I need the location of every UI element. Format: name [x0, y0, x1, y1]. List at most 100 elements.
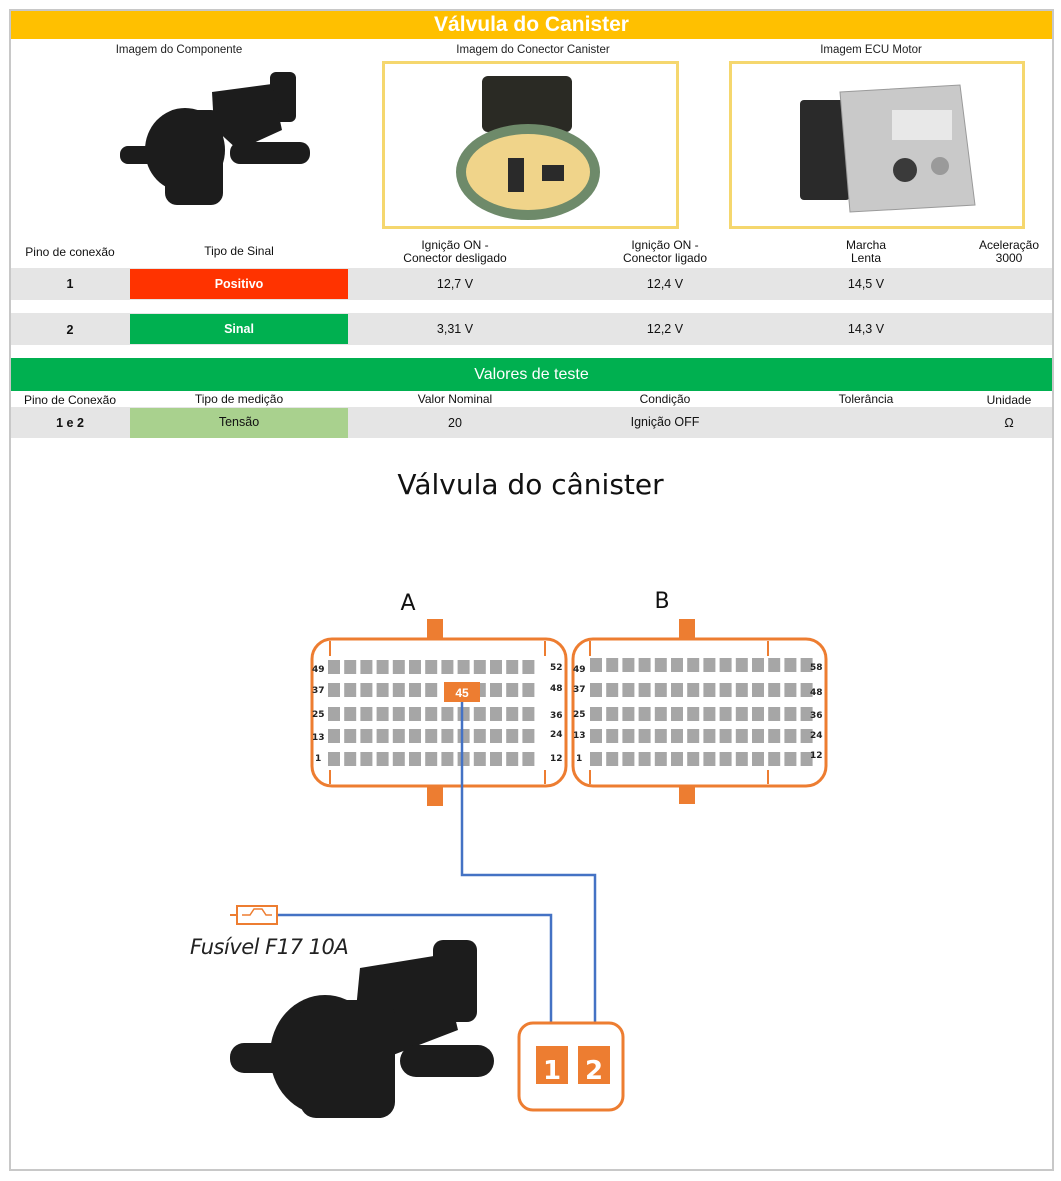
connector-pin [425, 660, 438, 674]
connector-pin [376, 683, 389, 697]
connector-pin [590, 707, 602, 721]
connector-image-caption: Imagem do Conector Canister [456, 44, 610, 56]
page-frame [9, 9, 1054, 1171]
highlight-pin-label: 45 [455, 686, 469, 700]
connector-pin [800, 707, 813, 721]
connector-pin [671, 658, 683, 672]
ecu-connector-a [310, 619, 568, 806]
b-right-label: 48 [810, 688, 823, 698]
connector-pin [703, 683, 716, 697]
row1-ign-disc: 12,7 V [436, 277, 474, 291]
connector-pin [735, 752, 748, 766]
connector-pin [735, 707, 748, 721]
row1-signal-badge: Positivo [130, 269, 348, 299]
connector-pin [392, 752, 405, 766]
connector-pin [506, 707, 519, 721]
tv-header-measure: Tipo de medição [194, 392, 284, 406]
header-idle-line1: Marcha [845, 238, 886, 252]
a-right-label: 48 [550, 684, 563, 694]
a-right-label: 12 [550, 754, 563, 764]
row2-signal-badge: Sinal [130, 314, 348, 344]
test-values-title: Valores de teste [11, 358, 1052, 391]
header-idle-line2: Lenta [850, 251, 882, 265]
connector-pin [376, 660, 389, 674]
connector-pin [622, 707, 635, 721]
b-left-label: 49 [573, 665, 586, 675]
connector-pin [671, 707, 683, 721]
connector-pin [768, 658, 781, 672]
connector-pin [735, 683, 748, 697]
connector-pin [784, 752, 797, 766]
header-idle: Marcha Lenta [806, 239, 926, 265]
component-pin-1: 1 [543, 1056, 561, 1086]
connector-pin [590, 683, 602, 697]
signal-wire [460, 702, 597, 1028]
header-signal-type: Tipo de Sinal [204, 244, 274, 258]
connector-pin [522, 729, 535, 743]
connector-pin [784, 683, 797, 697]
connector-pin [425, 729, 438, 743]
connector-pin [328, 660, 340, 674]
connector-pin [409, 683, 421, 697]
connector-pin [457, 752, 470, 766]
connector-pin [719, 729, 732, 743]
connector-pin [638, 752, 651, 766]
connector-pin [392, 707, 405, 721]
connector-pin [441, 660, 454, 674]
connector-pin [425, 707, 438, 721]
header-accel-line1: Aceleração [978, 238, 1040, 252]
connector-pin [409, 660, 421, 674]
connector-pin [735, 658, 748, 672]
tv-row-nominal: 20 [448, 416, 462, 430]
connector-pin [784, 707, 797, 721]
connector-pin [671, 752, 683, 766]
connector-pin [360, 660, 373, 674]
connector-pin [490, 729, 502, 743]
connector-pin [768, 707, 781, 721]
a-left-label: 13 [312, 733, 325, 743]
connector-pin [344, 752, 357, 766]
ecu-photo [800, 84, 976, 213]
connector-pin [800, 729, 813, 743]
connector-pin [473, 707, 486, 721]
connector-pin [735, 729, 748, 743]
connector-pin [376, 707, 389, 721]
fuse-icon [230, 905, 278, 925]
connector-pin [457, 729, 470, 743]
ecu-connector-b [571, 619, 828, 804]
connector-pin [328, 707, 340, 721]
header-accel: Aceleração 3000 [965, 239, 1053, 265]
component-pin-2: 2 [585, 1056, 603, 1086]
b-left-label: 13 [573, 731, 586, 741]
connector-pin [719, 683, 732, 697]
row2-idle: 14,3 V [847, 322, 885, 336]
connector-pin [622, 729, 635, 743]
connector-pin [376, 729, 389, 743]
connector-pin [360, 683, 373, 697]
fuse-label: Fusível F17 10A [190, 935, 349, 959]
connector-pin [800, 752, 813, 766]
connector-pin [490, 660, 502, 674]
b-right-label: 24 [810, 731, 823, 741]
connector-pin [328, 752, 340, 766]
connector-pin [752, 707, 764, 721]
connector-pin [687, 658, 700, 672]
b-right-label: 12 [810, 751, 823, 761]
connector-pin [687, 683, 700, 697]
a-right-label: 24 [550, 730, 563, 740]
header-ign-on-conn-line1: Ignição ON - [631, 238, 699, 252]
connector-b-label: B [654, 589, 669, 614]
canister-valve-photo-small [120, 72, 310, 205]
connector-pin [506, 752, 519, 766]
connector-pin [490, 707, 502, 721]
connector-pin [622, 658, 635, 672]
connector-pin [654, 683, 667, 697]
connector-pin [654, 752, 667, 766]
row1-ign-conn: 12,4 V [646, 277, 684, 291]
connector-pin [703, 658, 716, 672]
connector-pin [784, 729, 797, 743]
connector-pin [752, 752, 764, 766]
connector-pin [703, 729, 716, 743]
connector-pin [784, 658, 797, 672]
connector-pin [473, 752, 486, 766]
